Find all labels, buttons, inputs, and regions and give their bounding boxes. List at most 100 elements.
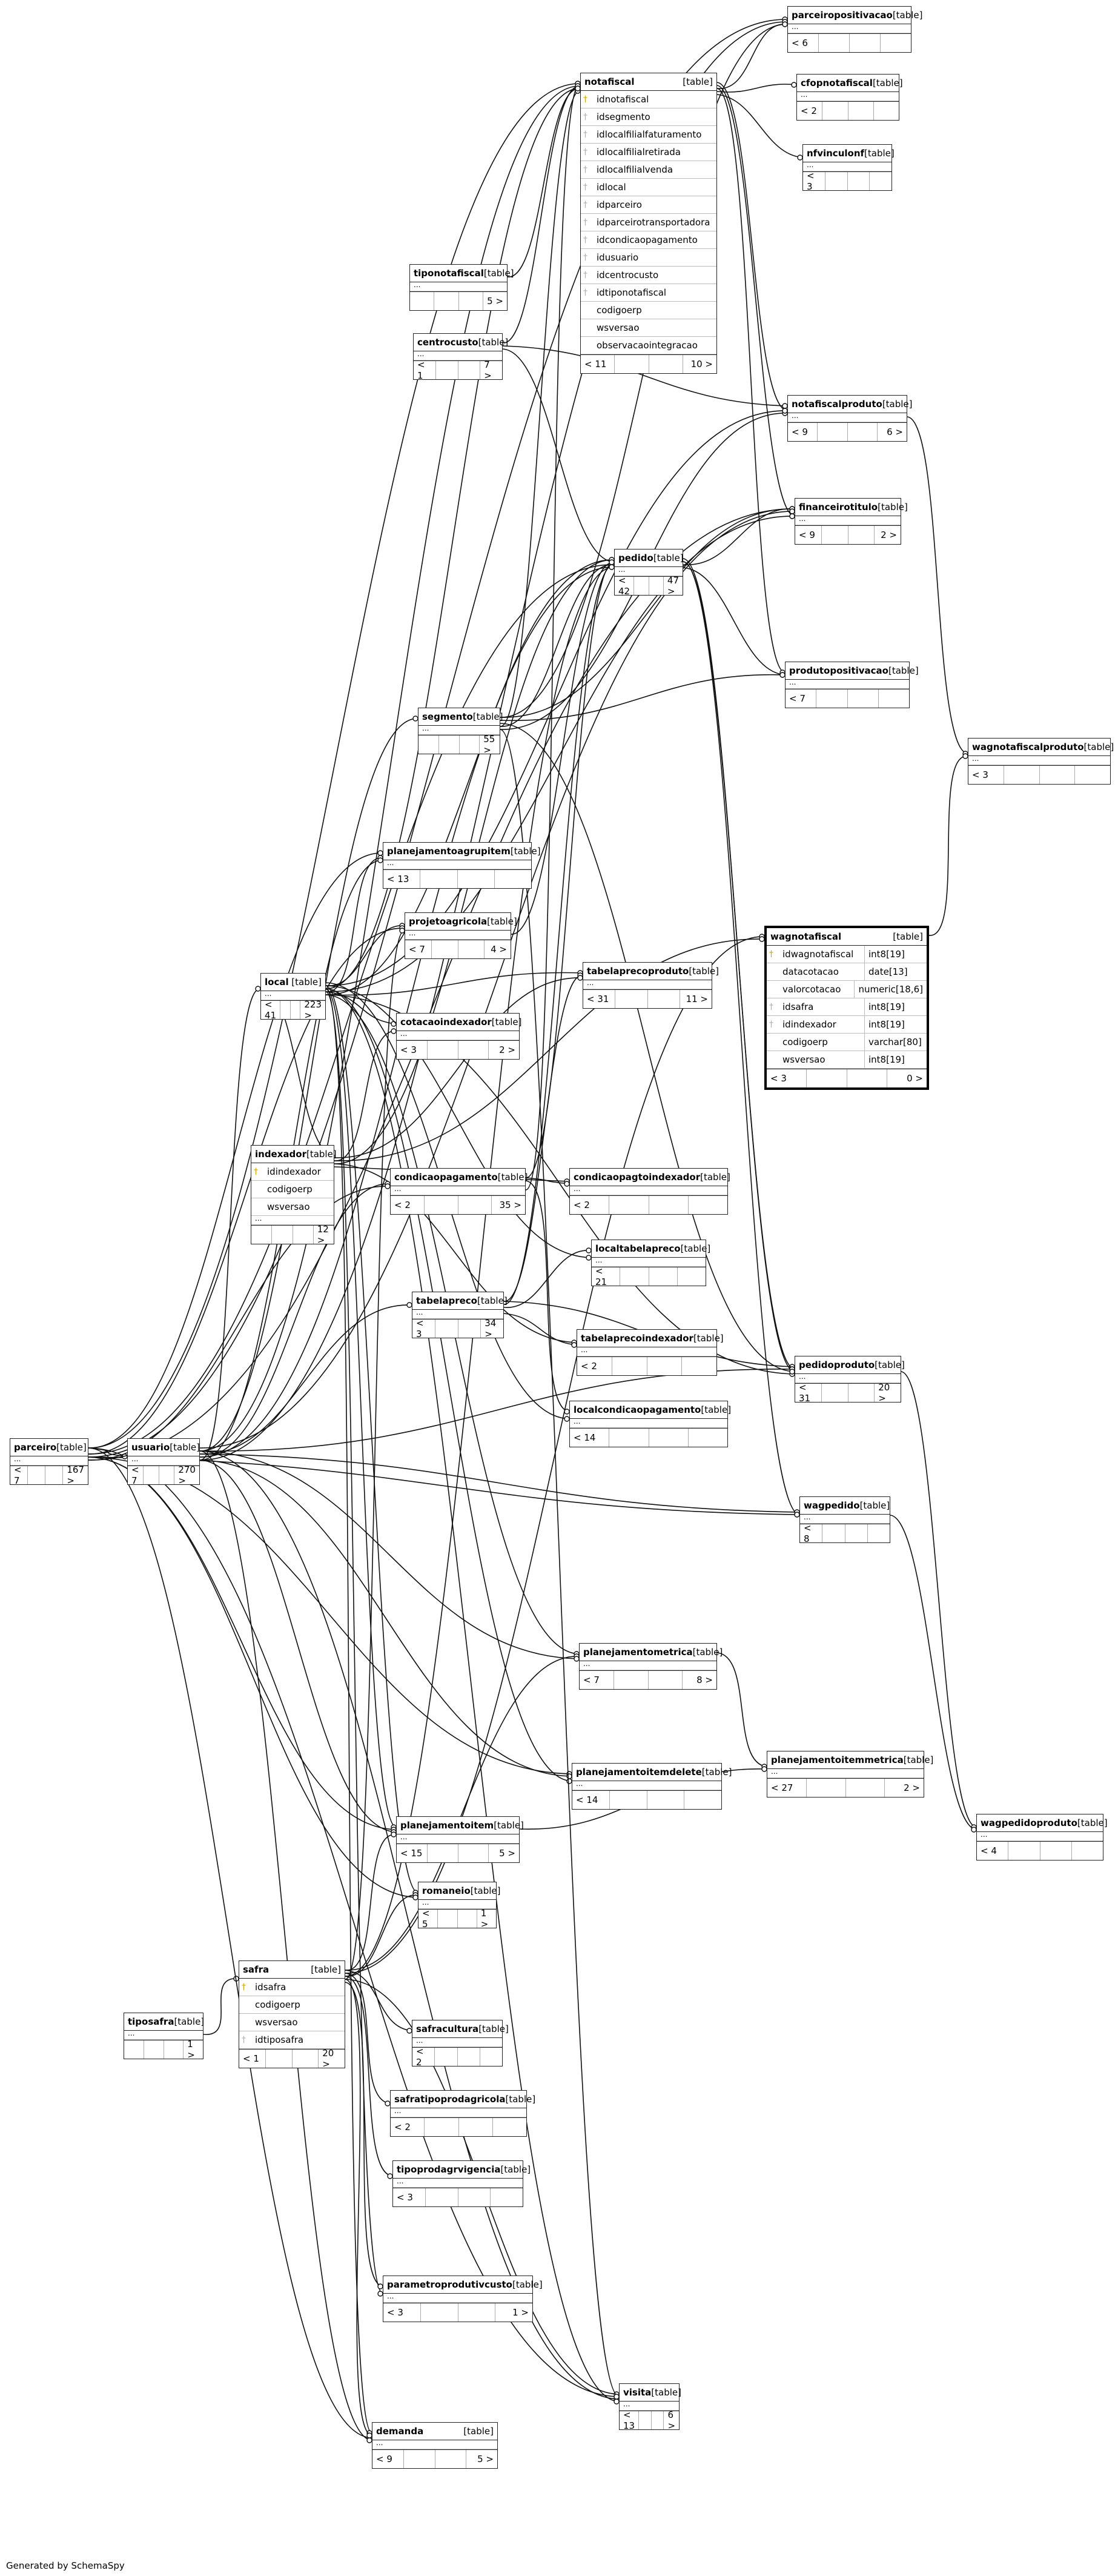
column-row[interactable]: codigoerp	[239, 1996, 345, 2014]
table-header[interactable]: visita[table]	[620, 2384, 681, 2402]
table-parceiropositivacao[interactable]: parceiropositivacao[table]...< 6	[787, 6, 923, 53]
table-planejamentoagrupitem[interactable]: planejamentoagrupitem[table]...< 13	[383, 842, 541, 889]
table-localtabelapreco[interactable]: localtabelapreco[table]...< 21	[591, 1240, 710, 1287]
table-header[interactable]: indexador[table]	[251, 1146, 337, 1163]
column-row[interactable]: †idlocalfilialvenda	[581, 161, 716, 179]
column-row[interactable]: †idparceiro	[581, 196, 716, 214]
column-row[interactable]: †idparceirotransportadora	[581, 214, 716, 231]
column-row[interactable]: †idcentrocusto	[581, 267, 716, 284]
table-header[interactable]: cotacaoindexador[table]	[397, 1014, 521, 1031]
column-row[interactable]: †idsegmento	[581, 108, 716, 126]
table-header[interactable]: pedidoproduto[table]	[795, 1356, 905, 1374]
table-notafiscal[interactable]: notafiscal[table]†idnotafiscal†idsegment…	[580, 73, 717, 374]
table-header[interactable]: tiposafra[table]	[124, 2013, 204, 2031]
table-header[interactable]: safra[table]	[239, 1961, 345, 1979]
table-tiposafra[interactable]: tiposafra[table]...1 >	[124, 2013, 204, 2060]
table-header[interactable]: tipoprodagrvigencia[table]	[393, 2161, 531, 2179]
column-row[interactable]: codigoerp	[581, 302, 716, 319]
table-header[interactable]: projetoagricola[table]	[405, 913, 517, 931]
column-row[interactable]: †idlocalfilialfaturamento	[581, 126, 716, 144]
table-header[interactable]: local[table]	[261, 974, 325, 991]
table-segmento[interactable]: segmento[table]...55 >	[418, 708, 503, 755]
table-wagpedidoproduto[interactable]: wagpedidoproduto[table]...< 4	[976, 1814, 1108, 1861]
table-nfvinculonf[interactable]: nfvinculonf[table]...< 3	[802, 144, 895, 192]
table-wagnotafiscalproduto[interactable]: wagnotafiscalproduto[table]...< 3	[968, 738, 1114, 785]
table-header[interactable]: notafiscal[table]	[581, 73, 716, 91]
table-header[interactable]: pedido[table]	[615, 549, 684, 567]
table-header[interactable]: safracultura[table]	[412, 2020, 509, 2038]
table-header[interactable]: localtabelapreco[table]	[592, 1240, 710, 1258]
column-row[interactable]: wsversao	[239, 2014, 345, 2031]
table-header[interactable]: planejamentometrica[table]	[580, 1644, 723, 1661]
table-header[interactable]: tabelapreco[table]	[412, 1292, 508, 1310]
table-header[interactable]: parceiropositivacao[table]	[788, 7, 923, 24]
table-header[interactable]: condicaopagtoindexador[table]	[570, 1169, 730, 1186]
table-tipoprodagrvigencia[interactable]: tipoprodagrvigencia[table]...< 3	[392, 2160, 531, 2207]
table-header[interactable]: parametroprodutivcusto[table]	[383, 2276, 543, 2294]
table-tabelaprecoindexador[interactable]: tabelaprecoindexador[table]...< 2	[577, 1329, 724, 1376]
table-header[interactable]: planejamentoitem[table]	[397, 1817, 524, 1834]
table-header[interactable]: tabelaprecoproduto[table]	[583, 963, 719, 980]
table-header[interactable]: nfvinculonf[table]	[803, 145, 895, 162]
column-row[interactable]: †idnotafiscal	[581, 91, 716, 108]
table-produtopositivacao[interactable]: produtopositivacao[table]...< 7	[785, 662, 919, 708]
column-row[interactable]: †idlocalfilialretirada	[581, 144, 716, 161]
column-row[interactable]: †idsafra	[239, 1979, 345, 1996]
column-row[interactable]: †idusuario	[581, 249, 716, 267]
table-header[interactable]: financeirotitulo[table]	[795, 499, 908, 516]
column-row[interactable]: wsversao	[251, 1198, 334, 1216]
column-row[interactable]: †idindexador	[251, 1163, 334, 1181]
table-header[interactable]: demanda[table]	[372, 2423, 497, 2440]
table-header[interactable]: produtopositivacao[table]	[786, 662, 919, 680]
column-row[interactable]: †idcondicaopagamento	[581, 231, 716, 249]
table-safratipoprodagricola[interactable]: safratipoprodagricola[table]...< 2	[390, 2090, 535, 2137]
table-header[interactable]: wagpedidoproduto[table]	[977, 1814, 1108, 1832]
column-row[interactable]: †idlocal	[581, 179, 716, 196]
table-header[interactable]: tabelaprecoindexador[table]	[577, 1330, 724, 1347]
table-header[interactable]: condicaopagamento[table]	[391, 1169, 528, 1186]
table-header[interactable]: planejamentoitemmetrica[table]	[767, 1751, 933, 1769]
table-wagpedido[interactable]: wagpedido[table]...< 8	[799, 1496, 890, 1544]
table-header[interactable]: usuario[table]	[128, 1439, 200, 1456]
table-header[interactable]: planejamentoagrupitem[table]	[383, 843, 541, 860]
column-row[interactable]: codigoerp	[251, 1181, 334, 1198]
table-header[interactable]: safratipoprodagricola[table]	[391, 2091, 535, 2108]
table-safracultura[interactable]: safracultura[table]...< 2	[412, 2020, 509, 2068]
table-header[interactable]: notafiscalproduto[table]	[788, 396, 913, 413]
column-row[interactable]: †idtiposafra	[239, 2031, 345, 2049]
table-header[interactable]: wagnotafiscal[table]	[767, 928, 927, 946]
table-header[interactable]: segmento[table]	[418, 708, 503, 726]
table-tiponotafiscal[interactable]: tiponotafiscal[table]...5 >	[409, 264, 514, 311]
table-header[interactable]: wagnotafiscalproduto[table]	[968, 739, 1114, 756]
table-header[interactable]: romaneio[table]	[418, 1882, 500, 1900]
column-row[interactable]: †idtiponotafiscal	[581, 284, 716, 302]
table-localcondicaopagamento[interactable]: localcondicaopagamento[table]...< 14	[569, 1401, 731, 1447]
column-row[interactable]: observacaointegracao	[581, 337, 716, 354]
table-condicaopagtoindexador[interactable]: condicaopagtoindexador[table]...< 2	[569, 1168, 730, 1215]
